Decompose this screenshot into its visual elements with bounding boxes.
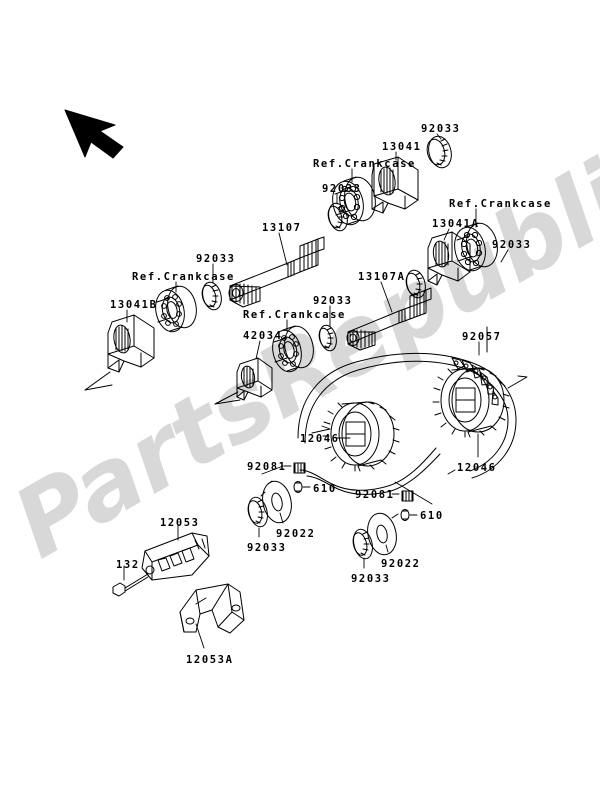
label-92057: 92057 [462,331,502,343]
part-92033-snapring-a [426,135,452,169]
part-42034-coupling [214,357,273,405]
label-13107A: 13107A [358,271,406,283]
label-13041B: 13041B [110,299,158,311]
label-92022-right: 92022 [381,558,421,570]
part-92022-washer-right [367,512,399,556]
label-92033-b: 92033 [322,183,362,195]
label-92033-lower-left: 92033 [247,542,287,554]
part-bearing-ref-crankcase-c [155,285,197,333]
part-92022-washer-left [260,480,292,524]
part-13041A-weight [427,231,471,286]
part-12053A-guide-holder [179,583,245,634]
part-13107A-shaft [346,287,432,351]
label-132: 132 [116,559,140,571]
label-12046-left: 12046 [300,433,340,445]
label-42034: 42034 [243,330,283,342]
part-92033-snapring-d [201,281,222,311]
label-13041A: 13041A [432,218,480,230]
part-bearing-ref-crankcase-b [454,222,498,272]
part-92033-ring-lower-left [247,496,268,528]
part-132-bolt [112,573,149,597]
label-610-left: 610 [313,483,337,495]
part-610-ball-left [293,481,303,493]
part-13107-shaft [228,236,325,308]
label-92081-left: 92081 [247,461,287,473]
label-12046-right: 12046 [457,462,497,474]
label-92081-right: 92081 [355,489,395,501]
label-ref-crankcase-b: Ref.Crankcase [449,198,552,210]
part-92081-spring-left [293,462,306,474]
part-92081-spring-right [401,490,414,502]
part-bearing-ref-crankcase-d [272,325,314,373]
label-92033-lower-right: 92033 [351,573,391,585]
part-12053-chain-guide [141,532,210,581]
part-92033-snapring-b [327,202,348,232]
label-12053A: 12053A [186,654,234,666]
label-ref-crankcase-c: Ref.Crankcase [132,271,235,283]
label-ref-crankcase-a: Ref.Crankcase [313,158,416,170]
part-12046-sprocket-right [432,367,510,438]
label-13107: 13107 [262,222,302,234]
label-ref-crankcase-d: Ref.Crankcase [243,309,346,321]
label-12053: 12053 [160,517,200,529]
leader-lines [123,133,528,649]
part-13041-weight [371,156,419,214]
part-92033-ring-lower-right [352,528,373,560]
part-610-ball-right [400,509,410,521]
label-92033-d: 92033 [196,253,236,265]
part-92033-snapring-c [405,269,426,299]
label-92033-c: 92033 [492,239,532,251]
label-92033-top-right: 92033 [421,123,461,135]
label-92022-left: 92022 [276,528,316,540]
front-direction-arrow-icon [64,109,124,159]
part-12046-sprocket-left [322,401,400,472]
label-92033-e: 92033 [313,295,353,307]
part-92057-chain [297,326,517,495]
part-13041B-weight [84,314,155,391]
label-13041: 13041 [382,141,422,153]
part-92033-snapring-e [318,324,337,352]
label-610-right: 610 [420,510,444,522]
